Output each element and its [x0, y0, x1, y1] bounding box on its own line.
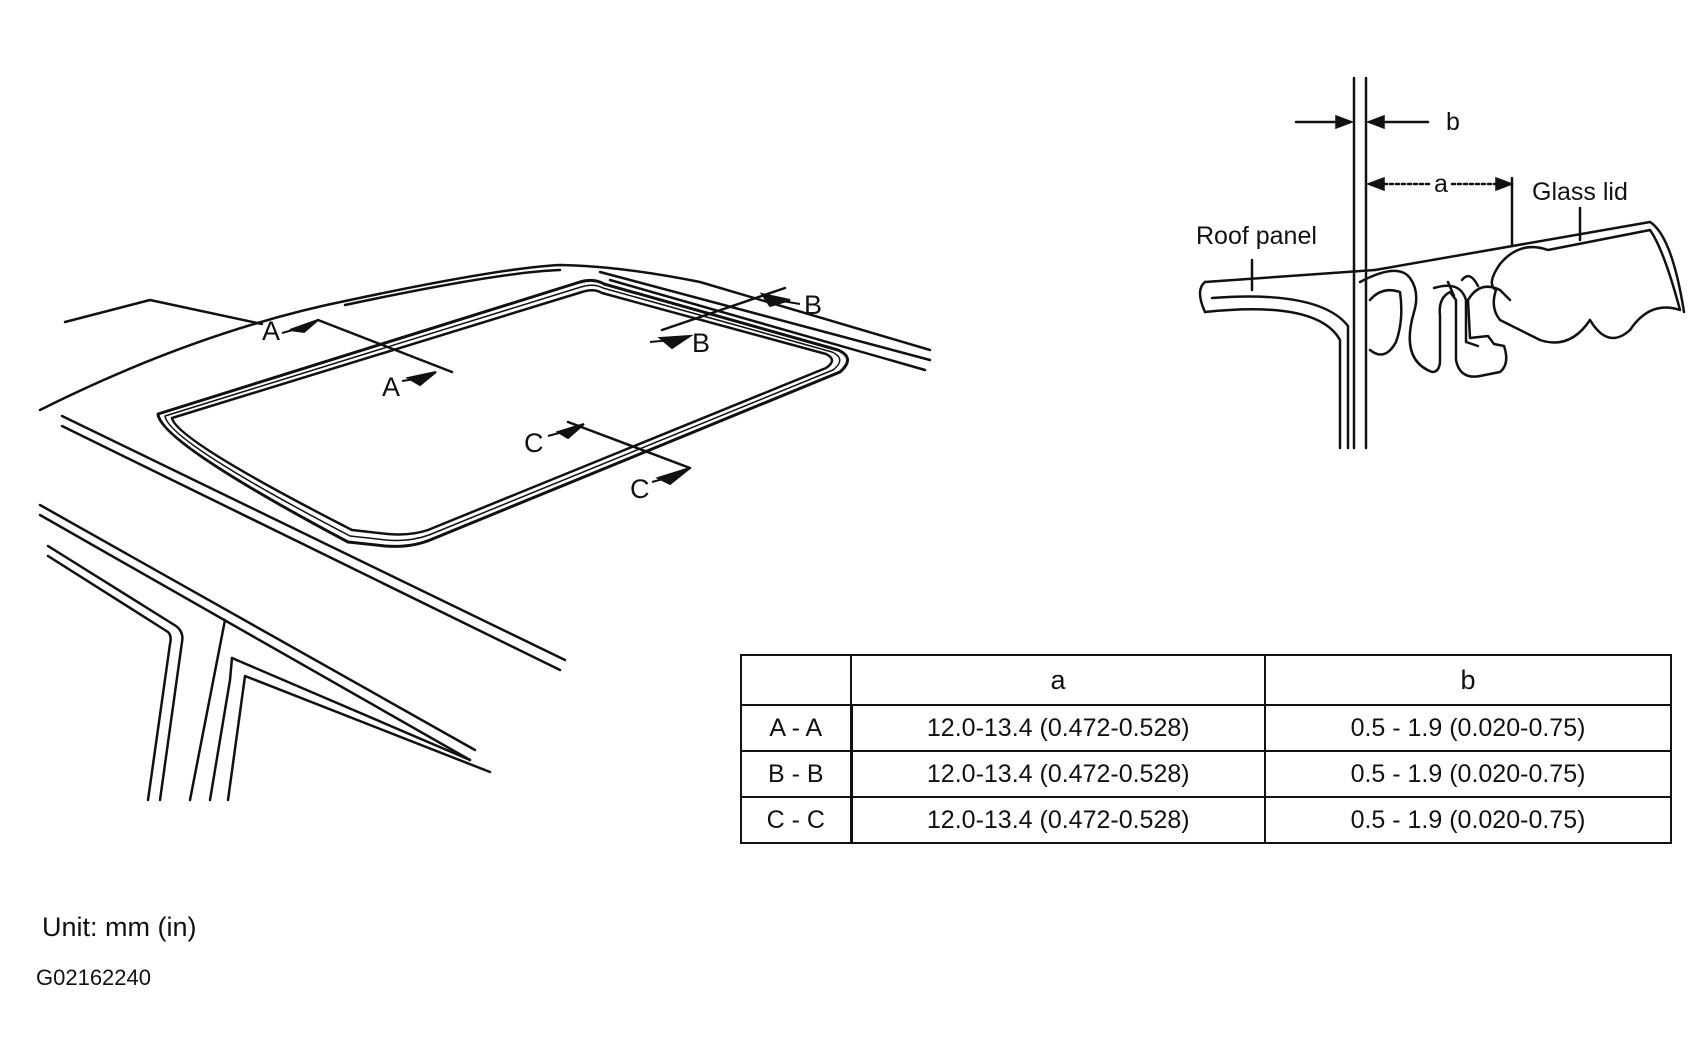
- section-a-start-label: A: [262, 316, 280, 346]
- sunroof-frame-mid: [164, 284, 841, 542]
- section-a-end-arrow-icon: [401, 371, 437, 387]
- clearance-spec-table: a b A - A 12.0-13.4 (0.472-0.528) 0.5 - …: [740, 654, 1672, 844]
- table-row: B - B 12.0-13.4 (0.472-0.528) 0.5 - 1.9 …: [740, 750, 1672, 798]
- pillar-left-inner: [46, 554, 172, 802]
- section-b-end-arrow-icon: [759, 292, 801, 308]
- section-c-start-arrow-icon: [547, 423, 585, 440]
- row-section: B - B: [740, 750, 853, 798]
- row-value-a: 12.0-13.4 (0.472-0.528): [850, 704, 1266, 752]
- pillar-center-left: [188, 618, 227, 802]
- roof-rail-inner: [343, 268, 562, 307]
- pillar-door-top: [230, 656, 472, 762]
- table-row: A - A 12.0-13.4 (0.472-0.528) 0.5 - 1.9 …: [740, 704, 1672, 752]
- table-header-section: [740, 654, 852, 706]
- row-value-b: 0.5 - 1.9 (0.020-0.75): [1264, 796, 1672, 844]
- section-c-end-label: C: [630, 474, 650, 504]
- row-section: A - A: [740, 704, 853, 752]
- roof-side-line-2: [60, 424, 562, 672]
- section-a-start-arrow-icon: [281, 319, 319, 334]
- roof-rail-right-2: [608, 278, 927, 372]
- pillar-left-outer: [46, 544, 184, 802]
- section-b-start-label: B: [692, 328, 710, 358]
- pillar-line-2: [38, 513, 472, 762]
- unit-note: Unit: mm (in): [42, 912, 197, 942]
- roof-side-line-1: [60, 414, 567, 662]
- roof-edge-left: [63, 298, 264, 326]
- sunroof-frame-outer: [156, 278, 849, 548]
- section-b-start-arrow-icon: [649, 334, 694, 350]
- table-row: C - C 12.0-13.4 (0.472-0.528) 0.5 - 1.9 …: [740, 796, 1672, 844]
- table-header-row: a b: [740, 654, 1672, 706]
- pillar-line-1: [38, 503, 477, 752]
- section-c-start-label: C: [524, 428, 544, 458]
- table-header-b: b: [1264, 654, 1672, 706]
- roof-front-edge: [38, 263, 932, 412]
- row-value-b: 0.5 - 1.9 (0.020-0.75): [1264, 704, 1672, 752]
- section-a-cut-line: [316, 318, 454, 374]
- row-value-b: 0.5 - 1.9 (0.020-0.75): [1264, 750, 1672, 798]
- row-value-a: 12.0-13.4 (0.472-0.528): [850, 796, 1266, 844]
- sunroof-frame-inner: [170, 289, 834, 536]
- pillar-door-inner: [226, 674, 492, 802]
- pillar-center-right: [208, 656, 234, 802]
- figure-code: G02162240: [36, 965, 151, 990]
- section-a-end-label: A: [382, 372, 400, 402]
- row-value-a: 12.0-13.4 (0.472-0.528): [850, 750, 1266, 798]
- section-c-end-arrow-icon: [651, 467, 691, 486]
- section-b-end-label: B: [804, 290, 822, 320]
- table-header-a: a: [850, 654, 1266, 706]
- roof-rail-right-1: [598, 270, 932, 362]
- row-section: C - C: [740, 796, 853, 844]
- section-c-cut-line: [566, 420, 692, 470]
